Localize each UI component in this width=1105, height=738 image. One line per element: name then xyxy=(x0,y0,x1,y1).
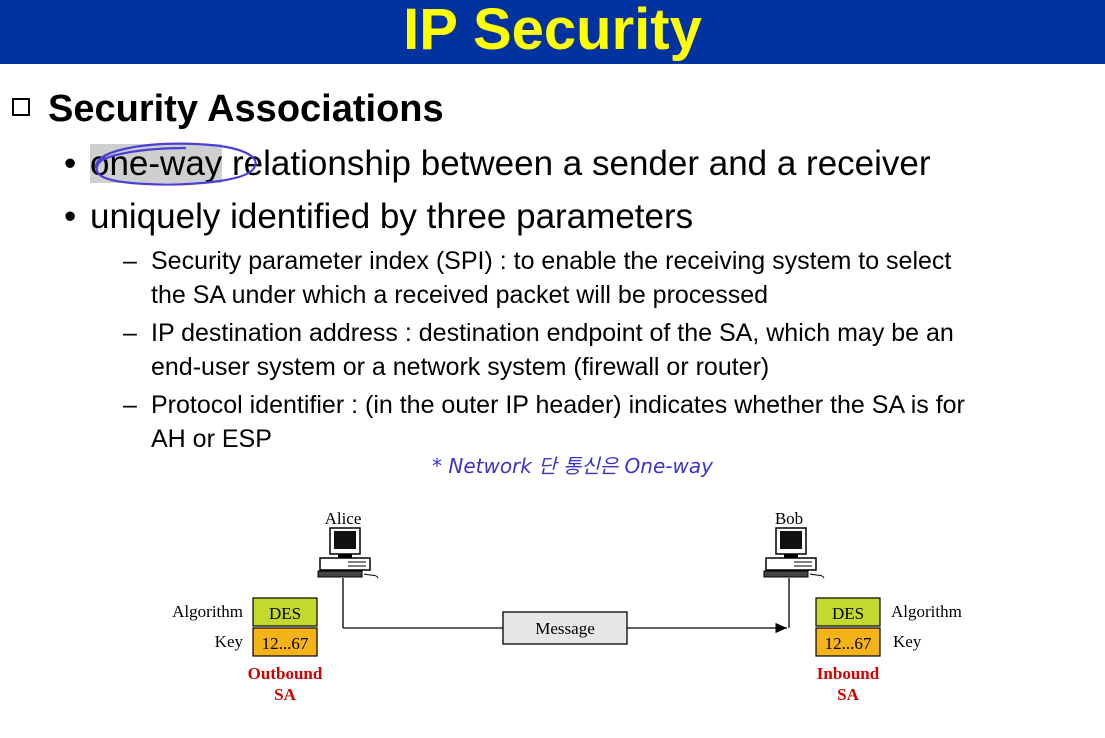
algorithm-label: Algorithm xyxy=(891,602,962,621)
title-bar xyxy=(0,0,1105,64)
slide-title: IP Security xyxy=(403,0,702,62)
heading-text: Security Associations xyxy=(48,88,444,130)
dash-icon: – xyxy=(123,247,137,275)
host-label-alice: Alice xyxy=(325,509,362,528)
sa-diagram: Alice Bob Message Algorithm Key DES 12..… xyxy=(172,509,962,704)
outbound-sa-label: SA xyxy=(274,685,296,704)
handwritten-note: * Network 단 통신은 One-way xyxy=(432,454,713,478)
bullet-text: uniquely identified by three parameters xyxy=(90,197,694,236)
key-value: 12...67 xyxy=(262,634,309,653)
sub-item-line: the SA under which a received packet wil… xyxy=(151,281,769,309)
algorithm-value: DES xyxy=(832,604,864,623)
bullet-text: relationship between a sender and a rece… xyxy=(222,144,931,183)
sub-item-line: end-user system or a network system (fir… xyxy=(151,353,770,381)
computer-icon xyxy=(317,527,379,579)
square-bullet-icon xyxy=(12,97,30,116)
inbound-sa-label: SA xyxy=(837,685,859,704)
key-label: Key xyxy=(215,632,244,651)
algorithm-value: DES xyxy=(269,604,301,623)
section-heading: Security Associations xyxy=(12,86,444,132)
inbound-sa-label: Inbound xyxy=(817,664,880,683)
bullet-item: • one-way relationship between a sender a… xyxy=(64,143,931,185)
sub-item: – Security parameter index (SPI) : to en… xyxy=(123,244,1093,312)
sub-item: – IP destination address : destination e… xyxy=(123,316,1093,384)
sub-item-line: Security parameter index (SPI) : to enab… xyxy=(151,247,952,275)
dash-icon: – xyxy=(123,391,137,419)
key-label: Key xyxy=(893,632,922,651)
ink-circle-annotation xyxy=(94,142,257,186)
sub-item-line: AH or ESP xyxy=(151,425,272,453)
host-label-bob: Bob xyxy=(775,509,803,528)
outbound-sa-label: Outbound xyxy=(248,664,323,683)
sub-item-line: IP destination address : destination end… xyxy=(151,319,954,347)
bullet-dot-icon: • xyxy=(64,197,77,236)
message-box-label: Message xyxy=(535,619,594,638)
key-value: 12...67 xyxy=(825,634,872,653)
bullet-dot-icon: • xyxy=(64,144,77,183)
highlighted-term: one-way xyxy=(90,144,223,183)
algorithm-label: Algorithm xyxy=(172,602,243,621)
sub-item: – Protocol identifier : (in the outer IP… xyxy=(123,388,1093,456)
sub-item-line: Protocol identifier : (in the outer IP h… xyxy=(151,391,965,419)
bullet-item: • uniquely identified by three parameters xyxy=(64,196,693,238)
computer-icon xyxy=(763,527,825,579)
dash-icon: – xyxy=(123,319,137,347)
